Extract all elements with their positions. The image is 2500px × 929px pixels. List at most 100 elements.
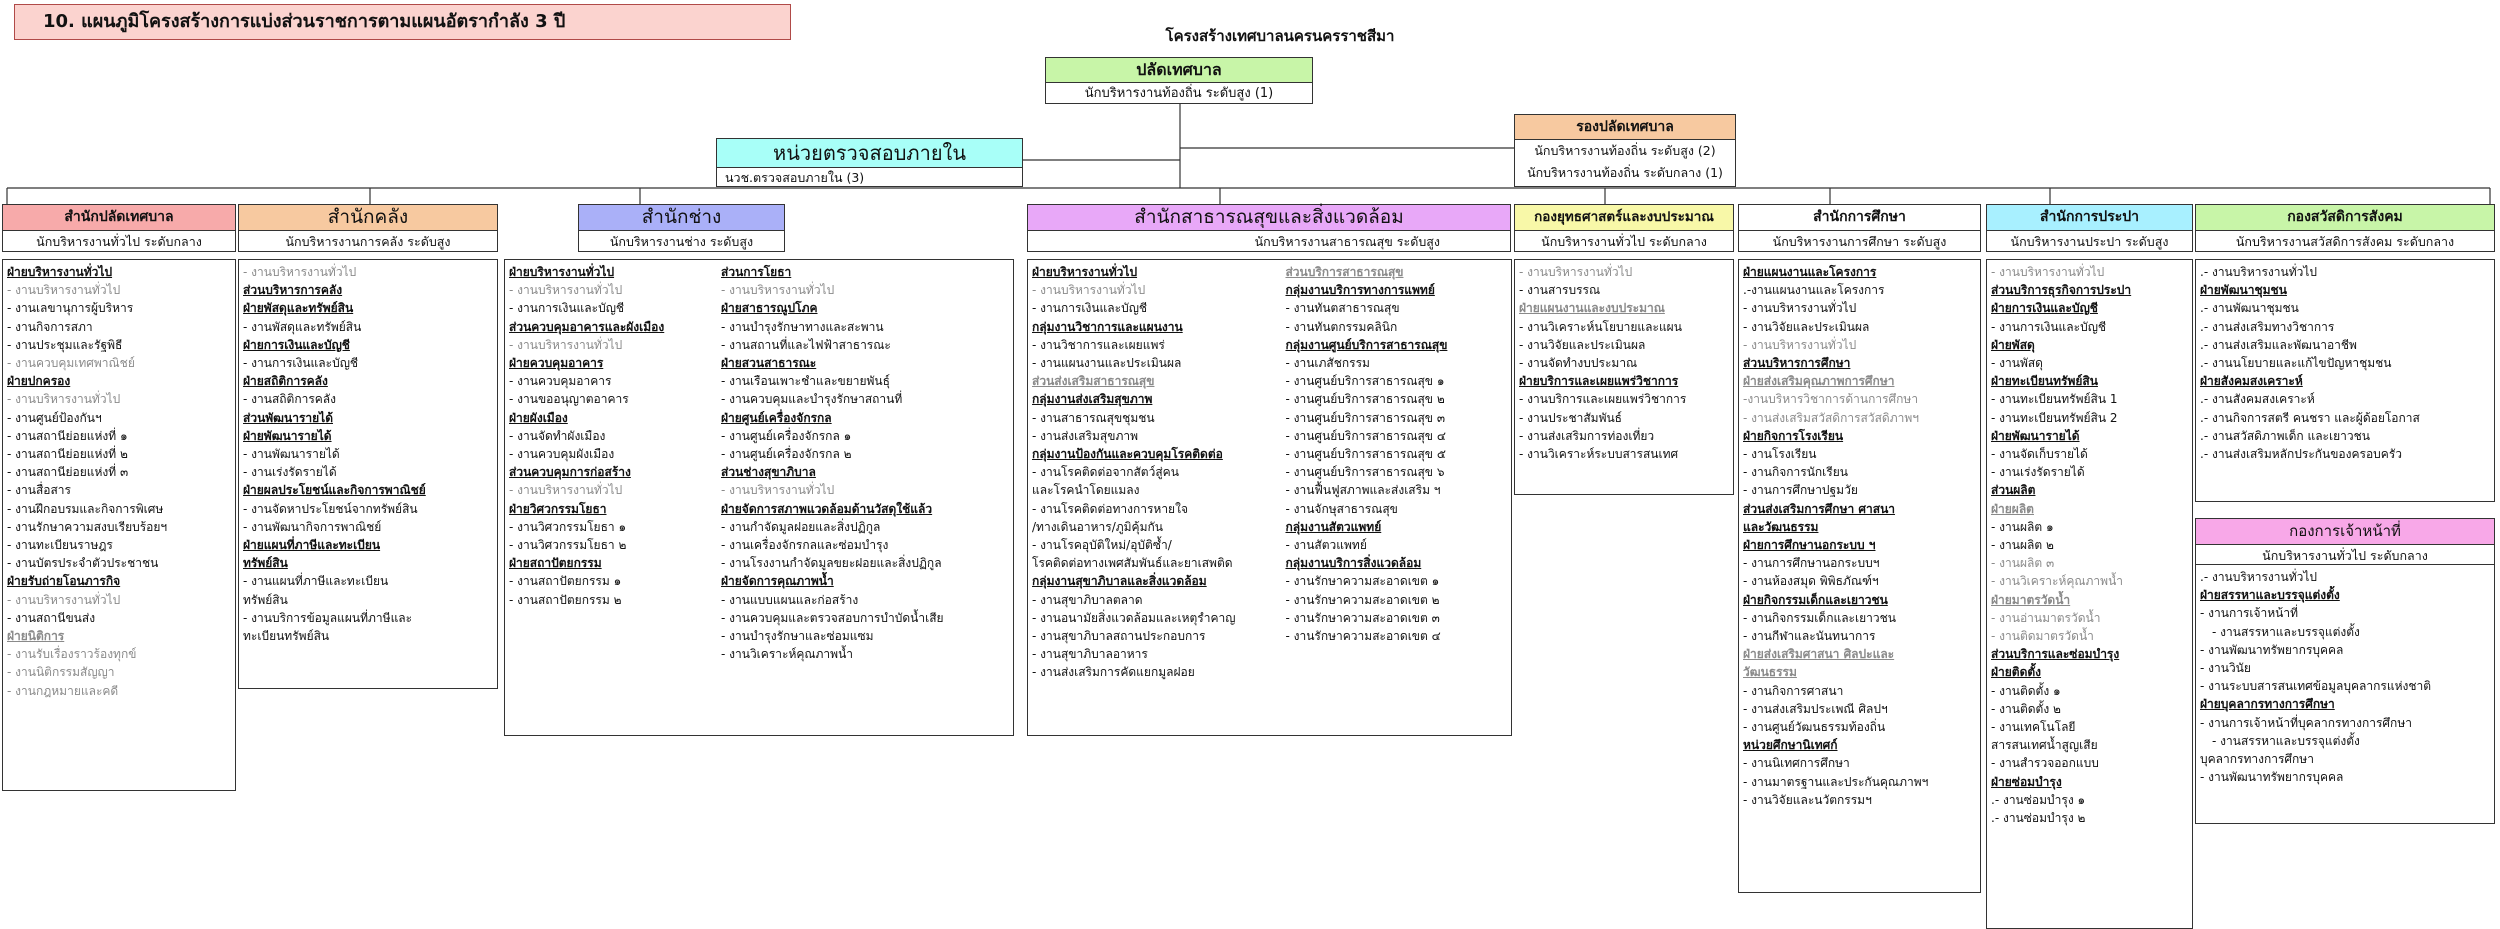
task-item: - งานอนามัยสิ่งแวดล้อมและเหตุรำคาญ <box>1032 610 1236 625</box>
task-item: - งานวิเคราะห์คุณภาพน้ำ <box>1991 574 2124 589</box>
section-heading: ฝ่ายกิจกรรมเด็กและเยาวชน <box>1743 592 1888 607</box>
section-heading: ส่วนบริหารการศึกษา <box>1743 356 1851 371</box>
task-item: - งานผลิต ๑ <box>1991 519 2054 534</box>
strategy-task-list: - งานบริหารงานทั่วไป- งานสารบรรณฝ่ายแผนง… <box>1514 259 1734 495</box>
task-item: - งานกฎหมายและคดี <box>7 683 119 698</box>
task-item: .- งานส่งเสริมหลักประกันของครอบครัว <box>2200 447 2403 462</box>
task-item: - งานการเงินและบัญชี <box>1032 301 1148 316</box>
task-item: - งานสุขาภิบาลตลาด <box>1032 592 1143 607</box>
section-heading: ฝ่ายวิศวกรรมโยธา <box>509 501 607 516</box>
task-item: - งานโรงงานกำจัดมูลขยะฝอยและสิ่งปฏิกูล <box>721 556 942 571</box>
task-item: - งานวิศวกรรมโยธา ๑ <box>509 519 627 534</box>
task-item: - งานบริหารงานทั่วไป <box>509 337 623 352</box>
task-item: - งานวิเคราะห์คุณภาพน้ำ <box>721 647 854 662</box>
task-item: - งานผลิต ๓ <box>1991 556 2055 571</box>
task-item: - งานจัดทำผังเมือง <box>509 428 606 443</box>
task-item: - งานพัฒนาทรัพยากรบุคคล <box>2200 642 2344 657</box>
section-heading: ส่วนควบคุมการก่อสร้าง <box>509 465 631 480</box>
task-item: - งานสถานีย่อยแห่งที่ ๓ <box>7 465 129 480</box>
task-item: - งานบริหารงานทั่วไป <box>7 392 121 407</box>
task-item: - งานบริหารงานทั่วไป <box>1032 283 1146 298</box>
task-item: - งานควบคุมอาคาร <box>509 374 612 389</box>
task-item: - งานพัฒนาทรัพยากรบุคคล <box>2200 770 2344 785</box>
task-item: บุคลากรทางการศึกษา <box>2200 752 2314 767</box>
task-item: - งานฝึกอบรมและกิจการพิเศษ <box>7 501 164 516</box>
task-item: - งานฟื้นฟูสภาพและส่งเสริม ฯ <box>1285 483 1441 498</box>
engineering-task-list: ฝ่ายบริหารงานทั่วไป- งานบริหารงานทั่วไป-… <box>504 259 1014 736</box>
section-heading: ฝ่ายส่งเสริมศาสนา ศิลปะและ <box>1743 647 1895 662</box>
task-item: - งานควบคุมและบำรุงรักษาสถานที่ <box>721 392 903 407</box>
section-heading: ส่วนการโยธา <box>721 265 792 279</box>
task-item: - งานศูนย์วัฒนธรรมท้องถิ่น <box>1743 720 1886 735</box>
section-heading: ฝ่ายพัสดุ <box>1991 337 2035 352</box>
section-heading: ฝ่ายควบคุมอาคาร <box>509 356 604 371</box>
task-item: - งานรักษาความสะอาดเขต ๒ <box>1285 592 1440 607</box>
task-item: - งานการเงินและบัญชี <box>509 301 625 316</box>
health-column-2: ส่วนบริการสาธารณสุขกลุ่มงานบริการทางการแ… <box>1285 263 1511 735</box>
task-item: - งานศูนย์บริการสาธารณสุข ๕ <box>1285 447 1446 462</box>
task-item: - งานบำรุงรักษาทางและสะพาน <box>721 319 884 334</box>
deputy-line-2: นักบริหารงานท้องถิ่น ระดับกลาง (1) <box>1527 165 1723 180</box>
task-item: - งานสถานีย่อยแห่งที่ ๒ <box>7 447 128 462</box>
task-item: - งานบริหารงานทั่วไป <box>721 483 835 498</box>
section-heading: ฝ่ายการเงินและบัญชี <box>243 337 350 352</box>
task-item: - งานประชาสัมพันธ์ <box>1519 410 1623 425</box>
task-item: .-งานแผนงานและโครงการ <box>1743 283 1885 298</box>
section-heading: ฝ่ายพัฒนารายได้ <box>1991 428 2080 443</box>
water-title: สำนักการประปา <box>1987 205 2192 231</box>
task-item: - งานสถาปัตยกรรม ๑ <box>509 574 622 589</box>
task-item: - งานพัสดุและทรัพย์สิน <box>243 319 362 334</box>
task-item: -งานบริหารวิชาการด้านการศึกษา <box>1743 392 1919 407</box>
task-item: - งานขออนุญาตอาคาร <box>509 392 629 407</box>
task-item: - งานการเงินและบัญชี <box>243 356 359 371</box>
task-item: - งานสื่อสาร <box>7 483 71 498</box>
section-heading: ส่วนส่งเสริมสาธารณสุข <box>1032 374 1155 389</box>
task-item: .- งานบริหารงานทั่วไป <box>2200 570 2318 584</box>
task-item: - งานบริการข้อมูลแผนที่ภาษีและ <box>243 610 413 625</box>
task-item: - งานมาตรฐานและประกันคุณภาพฯ <box>1743 774 1929 789</box>
section-heading: ฝ่ายสถาปัตยกรรม <box>509 556 602 571</box>
task-item: - งานกีฬาและนันทนาการ <box>1743 629 1876 644</box>
task-item: - งานควบคุมเทศพาณิชย์ <box>7 356 135 371</box>
task-item: .- งานซ่อมบำรุง ๒ <box>1991 811 2086 826</box>
section-heading: ฝ่ายการศึกษานอกระบบ ฯ <box>1743 538 1876 553</box>
health-subtitle: นักบริหารงานสาธารณสุข ระดับสูง <box>1254 234 1440 249</box>
section-heading: ฝ่ายปกครอง <box>7 374 71 389</box>
task-item: โรคติดต่อทางเพศสัมพันธ์และยาเสพติด <box>1032 556 1233 571</box>
task-item: - งานจัดทำงบประมาณ <box>1519 356 1638 371</box>
task-item: และโรคนำโดยแมลง <box>1032 483 1140 498</box>
task-item: - งานบริหารงานทั่วไป <box>1743 301 1857 316</box>
health-title: สำนักสาธารณสุขและสิ่งแวดล้อม <box>1028 205 1510 231</box>
task-item: - งานผลิต ๒ <box>1991 538 2054 553</box>
task-item: - งานสุขาภิบาลสถานประกอบการ <box>1032 629 1206 644</box>
section-heading: ฝ่ายผลิต <box>1991 501 2034 516</box>
section-heading: ฝ่ายสรรหาและบรรจุแต่งตั้ง <box>2200 588 2340 603</box>
section-heading: ส่วนส่งเสริมการศึกษา ศาสนา <box>1743 501 1896 516</box>
water-header-box: สำนักการประปา นักบริหารงานประปา ระดับสูง <box>1986 204 2193 252</box>
task-item: - งานสำรวจออกแบบ <box>1991 756 2099 771</box>
section-heading: หน่วยศึกษานิเทศก์ <box>1743 738 1838 753</box>
task-item: - งานสรรหาและบรรจุแต่งตั้ง <box>2212 624 2360 639</box>
audit-box: หน่วยตรวจสอบภายใน นวช.ตรวจสอบภายใน (3) <box>716 138 1023 187</box>
task-item: - งานบริหารงานทั่วไป <box>721 283 835 298</box>
section-heading: ฝ่ายบริหารงานทั่วไป <box>7 265 113 279</box>
section-heading: ส่วนบริการและซ่อมบำรุง <box>1991 647 2120 662</box>
section-heading: กลุ่มงานสัตวแพทย์ <box>1285 519 1382 534</box>
task-item: - งานการเจ้าหน้าที่บุคลากรทางการศึกษา <box>2200 715 2412 730</box>
task-item: - งานจักษุสาธารณสุข <box>1285 501 1398 516</box>
section-heading: ฝ่ายพัฒนาชุมชน <box>2200 283 2287 298</box>
task-item: - งานกิจกรรมเด็กและเยาวชน <box>1743 610 1896 625</box>
task-item: - งานส่งเสริมสวัสดิการสวัสดิภาพฯ <box>1743 410 1920 425</box>
task-item: - งานสาธารณสุขชุมชน <box>1032 410 1155 425</box>
task-item: - งานรักษาความสะอาดเขต ๑ <box>1285 574 1440 589</box>
finance-header-box: สำนักคลัง นักบริหารงานการคลัง ระดับสูง <box>238 204 498 252</box>
section-heading: กลุ่มงานศูนย์บริการสาธารณสุข <box>1285 337 1448 352</box>
mayor-box: ปลัดเทศบาล นักบริหารงานท้องถิ่น ระดับสูง… <box>1045 57 1313 104</box>
section-heading: ฝ่ายแผนที่ภาษีและทะเบียน <box>243 538 381 553</box>
task-item: - งานบัตรประจำตัวประชาชน <box>7 556 159 571</box>
section-heading: วัฒนธรรม <box>1743 665 1797 680</box>
task-item: - งานเรือนเพาะชำและขยายพันธุ์ <box>721 374 890 389</box>
section-heading: ฝ่ายบุคลากรทางการศึกษา <box>2200 697 2335 712</box>
section-heading: ฝ่ายแผนงานและงบประมาณ <box>1519 301 1665 316</box>
task-item: - งานส่งเสริมการท่องเที่ยว <box>1519 428 1655 443</box>
